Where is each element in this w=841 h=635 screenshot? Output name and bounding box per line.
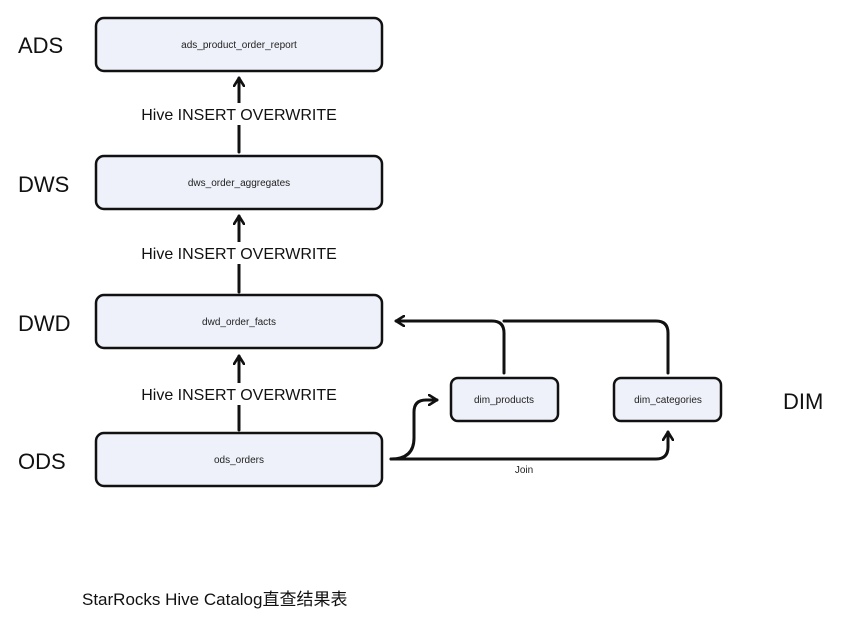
node-label: dim_categories <box>634 395 702 406</box>
connectors <box>239 76 670 461</box>
node-label: dws_order_aggregates <box>188 178 290 189</box>
layer-label-dim: DIM <box>783 389 823 414</box>
edge-label-ods-to-dwd: Hive INSERT OVERWRITE <box>141 383 337 405</box>
arrow-dim-products-to-dwd <box>394 321 506 375</box>
node-dim-categories: dim_categories <box>612 376 723 423</box>
layer-label-dws: DWS <box>18 172 69 197</box>
node-ods-orders: ods_orders <box>94 431 384 488</box>
line-dim-categories-to-dwd <box>502 319 670 375</box>
edge-label-dws-to-ads: Hive INSERT OVERWRITE <box>141 103 337 125</box>
node-ads-product-order-report: ads_product_order_report <box>94 16 384 73</box>
layer-label-ods: ODS <box>18 449 66 474</box>
node-label: dim_products <box>474 395 534 406</box>
node-label: ads_product_order_report <box>181 40 297 51</box>
node-dim-products: dim_products <box>449 376 560 423</box>
node-dws-order-aggregates: dws_order_aggregates <box>94 154 384 211</box>
edge-label-dwd-to-dws: Hive INSERT OVERWRITE <box>141 242 337 264</box>
edge-label-join: Join <box>515 465 533 476</box>
layer-label-ads: ADS <box>18 33 63 58</box>
edge-text-dwd-to-dws: Hive INSERT OVERWRITE <box>141 246 337 263</box>
node-label: dwd_order_facts <box>202 317 276 328</box>
arrow-ods-to-dim-categories <box>389 430 668 461</box>
edge-text-ods-to-dwd: Hive INSERT OVERWRITE <box>141 387 337 404</box>
node-dwd-order-facts: dwd_order_facts <box>94 293 384 350</box>
edge-text-dws-to-ads: Hive INSERT OVERWRITE <box>141 107 337 124</box>
diagram-caption: StarRocks Hive Catalog直查结果表 <box>82 590 347 609</box>
arrow-ods-to-dim-products <box>389 400 439 461</box>
layer-label-dwd: DWD <box>18 311 71 336</box>
node-label: ods_orders <box>214 455 264 466</box>
